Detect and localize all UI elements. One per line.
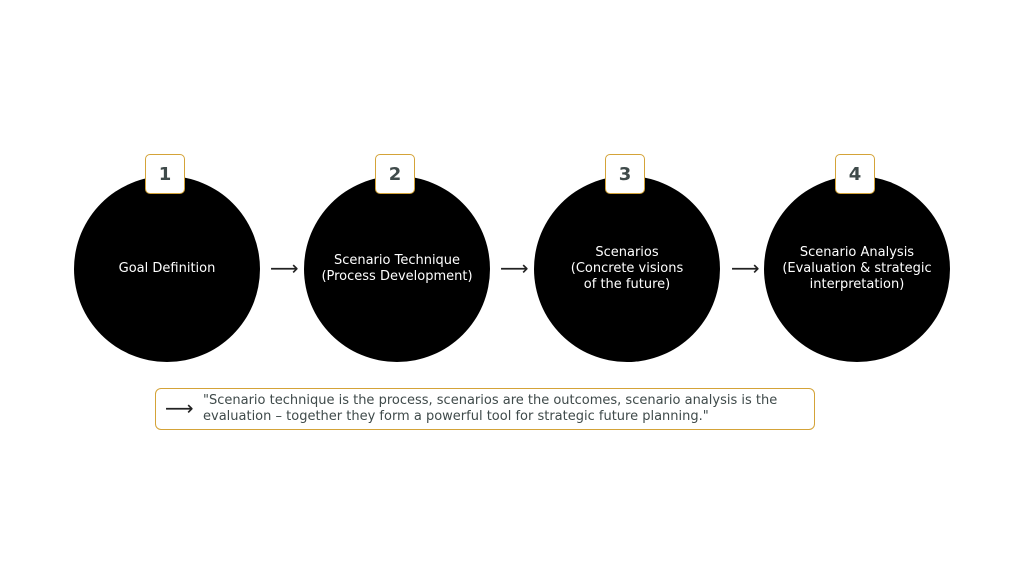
step-number: 2 [388,163,402,185]
step-3: 3 Scenarios (Concrete visions of the fut… [534,154,720,362]
arrow-right-icon: ⟶ [270,256,299,280]
step-circle: Goal Definition [74,176,260,362]
step-number-badge: 1 [145,154,185,194]
step-label: Scenarios (Concrete visions of the futur… [570,245,684,292]
step-label: Goal Definition [118,261,216,276]
step-number-badge: 2 [375,154,415,194]
step-label: Scenario Technique (Process Development) [321,253,473,284]
arrow-right-icon: ⟶ [165,396,194,420]
step-circle: Scenarios (Concrete visions of the futur… [534,176,720,362]
quote-box: ⟶ "Scenario technique is the process, sc… [155,388,815,430]
step-1: 1 Goal Definition [74,154,260,362]
step-circle: Scenario Technique (Process Development) [304,176,490,362]
step-number-badge: 4 [835,154,875,194]
step-number: 1 [158,163,172,185]
step-label: Scenario Analysis (Evaluation & strategi… [782,245,932,292]
step-number: 3 [618,163,632,185]
step-number: 4 [848,163,862,185]
quote-text: "Scenario technique is the process, scen… [203,393,778,424]
arrow-right-icon: ⟶ [731,256,760,280]
arrow-right-icon: ⟶ [500,256,529,280]
step-circle: Scenario Analysis (Evaluation & strategi… [764,176,950,362]
step-4: 4 Scenario Analysis (Evaluation & strate… [764,154,950,362]
step-number-badge: 3 [605,154,645,194]
step-2: 2 Scenario Technique (Process Developmen… [304,154,490,362]
